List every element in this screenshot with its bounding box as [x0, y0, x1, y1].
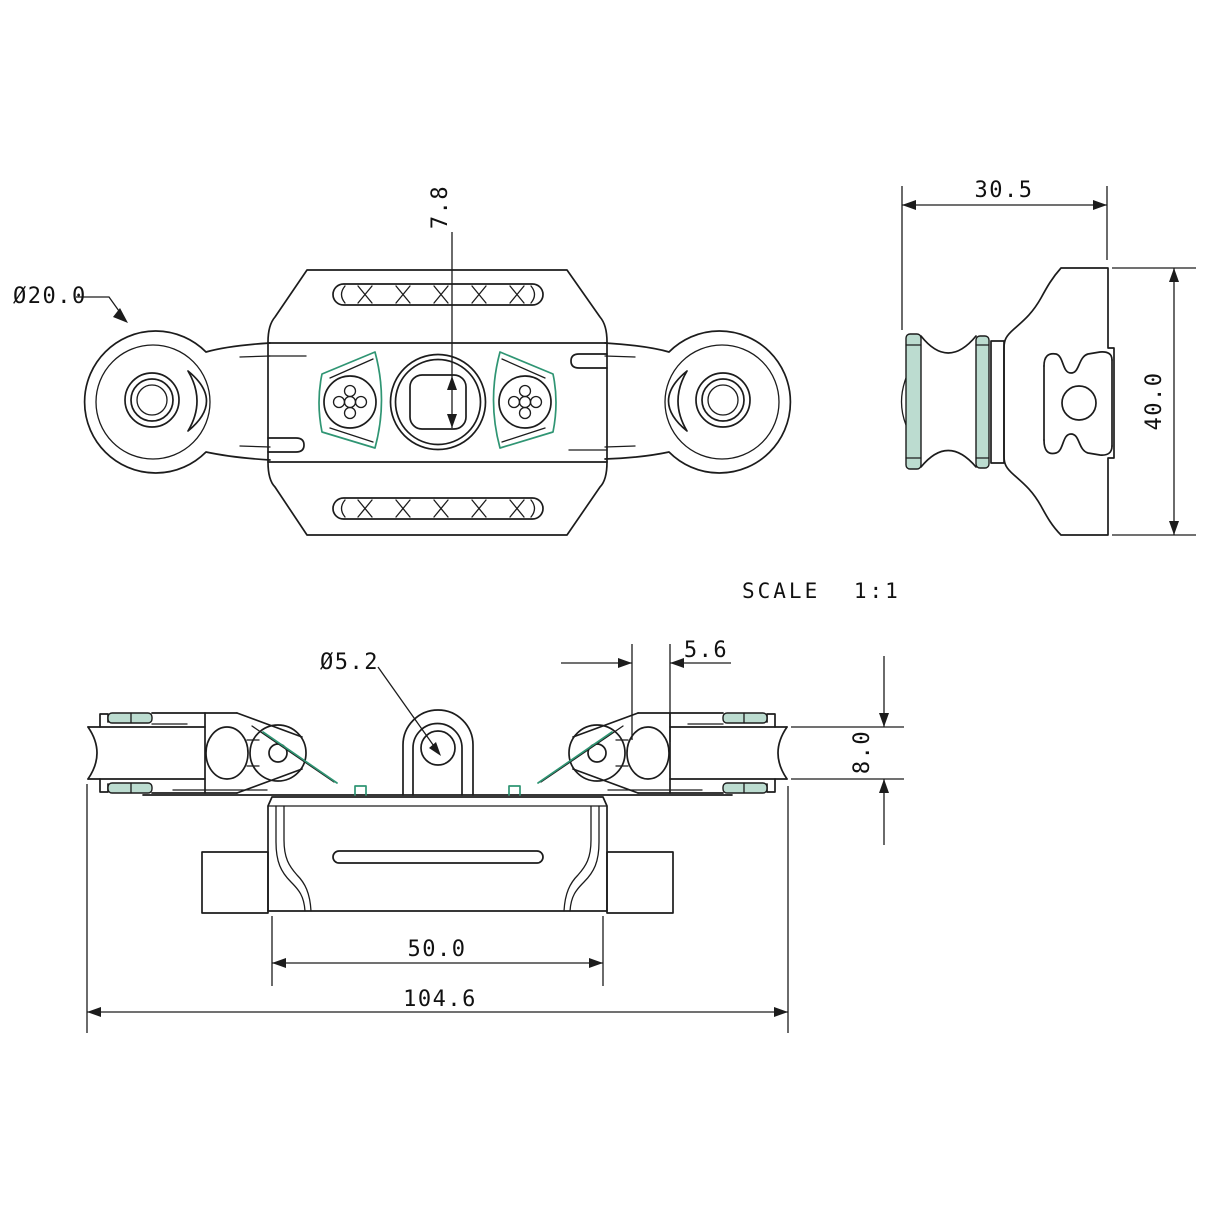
left-cam-pad — [318, 351, 383, 449]
dim-overall-length: 104.6 — [86, 784, 789, 1033]
base-plate — [267, 796, 608, 912]
dimension-rope-height-label: 8.0 — [850, 730, 875, 774]
front-right-arm — [537, 712, 788, 794]
dim-side-height: 40.0 — [1112, 267, 1196, 536]
center-ring — [389, 353, 487, 451]
dimension-base-width-label: 50.0 — [408, 937, 467, 962]
side-view: 30.5 40.0 — [900, 178, 1196, 536]
right-cam-pad — [492, 351, 557, 449]
dimension-jaw-offset-label: 5.6 — [684, 638, 728, 663]
dim-center-square: 7.8 — [428, 185, 457, 428]
dim-lug-hole: Ø5.2 — [320, 650, 441, 756]
bottom-grip-slot — [332, 497, 544, 520]
left-arm — [83, 330, 271, 474]
dim-side-depth: 30.5 — [901, 178, 1108, 330]
dim-base-width: 50.0 — [271, 916, 604, 986]
dim-jaw-offset: 5.6 — [561, 638, 731, 742]
dim-eye-diameter: Ø20.0 — [13, 284, 128, 323]
rope-bracket — [1043, 351, 1113, 456]
dimension-center-square-label: 7.8 — [428, 185, 453, 229]
top-view: Ø20.0 7.8 — [13, 185, 792, 536]
dim-rope-height: 8.0 — [791, 656, 904, 845]
left-screw — [323, 375, 377, 429]
dimension-lug-hole-label: Ø5.2 — [320, 650, 379, 675]
dimension-overall-length-label: 104.6 — [403, 987, 477, 1012]
front-left-arm — [87, 712, 338, 794]
dimension-side-depth-label: 30.5 — [975, 178, 1034, 203]
center-lug — [402, 709, 474, 796]
left-side-block — [201, 851, 269, 914]
scale-note: SCALE 1:1 — [742, 579, 901, 603]
right-side-block — [606, 851, 674, 914]
dimension-eye-diameter-label: Ø20.0 — [13, 284, 87, 309]
right-arm — [604, 330, 792, 474]
dimension-side-height-label: 40.0 — [1142, 372, 1167, 431]
top-grip-slot — [332, 283, 544, 306]
front-view: Ø5.2 5.6 8.0 50.0 — [86, 638, 904, 1033]
sheave — [900, 333, 1005, 470]
right-screw — [498, 375, 552, 429]
